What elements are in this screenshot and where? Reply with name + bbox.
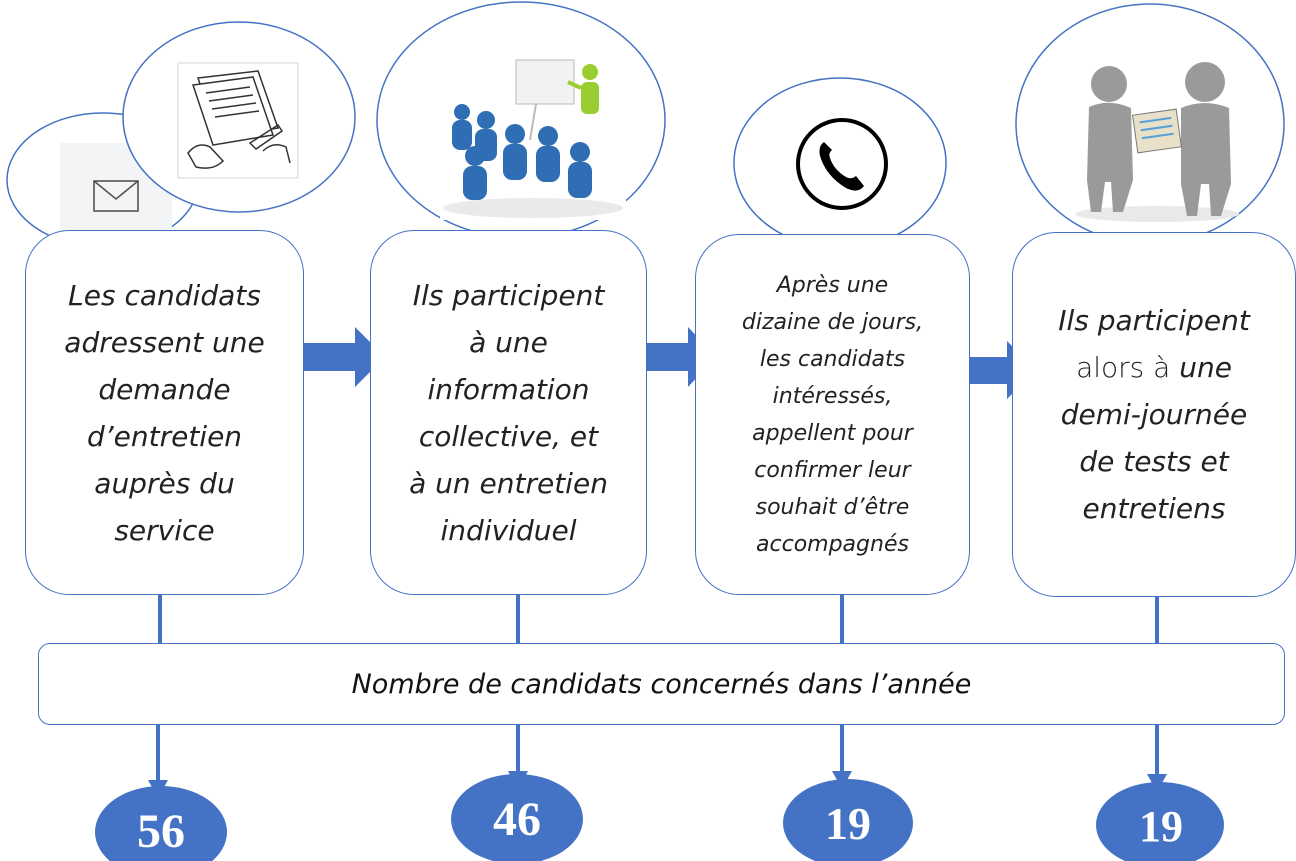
signing-document-icon <box>177 62 299 179</box>
count-label-bar: Nombre de candidats concernés dans l’ann… <box>38 643 1285 725</box>
text-line: dizaine de jours, <box>741 309 924 335</box>
text-line: information <box>427 372 590 406</box>
step-3-text: Après une dizaine de jours, les candidat… <box>725 267 940 563</box>
step-1-text: Les candidats adressent une demande d’en… <box>50 272 280 554</box>
text-line: collective, et <box>418 419 599 453</box>
text-line: d’entretien <box>86 419 243 453</box>
step-4-text: Ils participent alors à une demi-journée… <box>1037 297 1272 532</box>
text-line: les candidats <box>759 346 906 372</box>
text-line: demi-journée <box>1060 398 1248 431</box>
text-line: confirmer leur <box>754 457 911 483</box>
connectors-top <box>158 594 1159 643</box>
text-line: Après une <box>776 272 889 298</box>
step-box-2: Ils participent à une information collec… <box>370 230 647 595</box>
step-2-text: Ils participent à une information collec… <box>396 272 621 554</box>
count-circle <box>783 779 913 861</box>
text-line: de tests et <box>1079 445 1229 478</box>
step-box-3: Après une dizaine de jours, les candidat… <box>695 234 970 595</box>
text-line: Ils participent <box>412 278 605 312</box>
step-box-1: Les candidats adressent une demande d’en… <box>25 230 304 595</box>
text-line: intéressés, <box>772 383 893 409</box>
text-line: individuel <box>440 513 577 547</box>
text-line: Les candidats <box>68 278 261 312</box>
group-presentation-icon <box>440 59 626 220</box>
count-value-2: 46 <box>493 793 541 846</box>
interview-bubble <box>1015 3 1285 245</box>
text-line: service <box>114 513 215 547</box>
interview-figures-icon <box>1075 62 1239 222</box>
text-line: adressent une <box>64 325 265 359</box>
signing-bubble <box>122 21 356 213</box>
count-circle <box>1096 782 1224 861</box>
text-line: accompagnés <box>756 531 909 557</box>
count-circle <box>95 786 227 861</box>
text-line: à une <box>469 325 548 359</box>
count-value-3: 19 <box>825 798 871 849</box>
text-line: Ils participent <box>1058 304 1250 337</box>
text-line: auprès du <box>94 466 235 500</box>
text-line: à un entretien <box>409 466 608 500</box>
count-circles <box>95 774 1224 861</box>
count-value-1: 56 <box>137 805 185 858</box>
flow-arrow <box>302 327 385 387</box>
connectors-bottom <box>148 724 1167 798</box>
phone-icon <box>796 118 888 210</box>
text-fragment: une <box>1179 351 1232 384</box>
text-line: appellent pour <box>752 420 913 446</box>
count-circle <box>451 774 583 861</box>
step-box-4: Ils participent alors à une demi-journée… <box>1012 232 1296 597</box>
text-line: entretiens <box>1082 492 1226 525</box>
phone-bubble <box>733 77 947 249</box>
text-line: souhait d’être <box>755 494 910 520</box>
presentation-bubble <box>376 1 666 239</box>
envelope-icon <box>93 180 139 212</box>
text-fragment: alors à <box>1076 351 1180 384</box>
count-value-4: 19 <box>1139 802 1183 851</box>
text-line: demande <box>98 372 231 406</box>
count-label: Nombre de candidats concernés dans l’ann… <box>351 668 972 700</box>
